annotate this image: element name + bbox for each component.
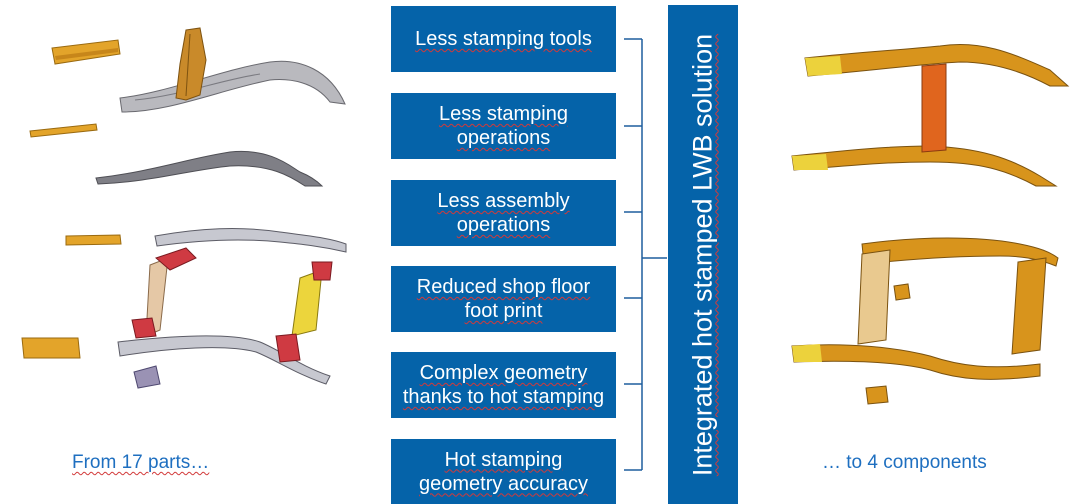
- benefit-label: Hot stamping geometry accuracy: [419, 448, 588, 495]
- part-orange-bar-1: [51, 39, 121, 65]
- benefit-box-geometry-accuracy: Hot stamping geometry accuracy: [391, 439, 616, 504]
- benefit-label: Less stamping tools: [415, 28, 592, 50]
- part-grey-rail-middle: [95, 150, 324, 187]
- bracket-connector: [624, 38, 667, 471]
- benefit-box-assembly-operations: Less assembly operations: [391, 180, 616, 246]
- part-orange-bar-4: [21, 337, 81, 359]
- benefit-label: Less stamping operations: [439, 103, 568, 149]
- benefit-box-shop-floor: Reduced shop floor foot print: [391, 266, 616, 332]
- benefit-label: Reduced shop floor foot print: [416, 276, 591, 322]
- part-orange-bar-3: [65, 234, 122, 246]
- part-orange-bar-2: [29, 123, 98, 138]
- component-top-frame: [791, 43, 1070, 187]
- caption-to-components: … to 4 components: [822, 452, 987, 473]
- benefit-label: Complex geometry thanks to hot stamping: [402, 362, 605, 408]
- integrated-solution-banner: Integrated hot stamped LWB solution: [668, 5, 738, 504]
- benefit-box-stamping-operations: Less stamping operations: [391, 93, 616, 159]
- benefit-box-stamping-tools: Less stamping tools: [391, 6, 616, 72]
- part-frame-exploded: [117, 228, 347, 389]
- caption-from-parts-text: From 17 parts…: [72, 452, 210, 473]
- caption-from-parts: From 17 parts…: [72, 452, 209, 474]
- benefit-box-complex-geometry: Complex geometry thanks to hot stamping: [391, 352, 616, 418]
- integrated-solution-label: Integrated hot stamped LWB solution: [687, 33, 718, 476]
- part-orange-pillar: [175, 27, 207, 101]
- benefit-label: Less assembly operations: [437, 190, 570, 236]
- part-grey-rail-top: [119, 60, 346, 113]
- component-bottom-frame: [791, 237, 1059, 405]
